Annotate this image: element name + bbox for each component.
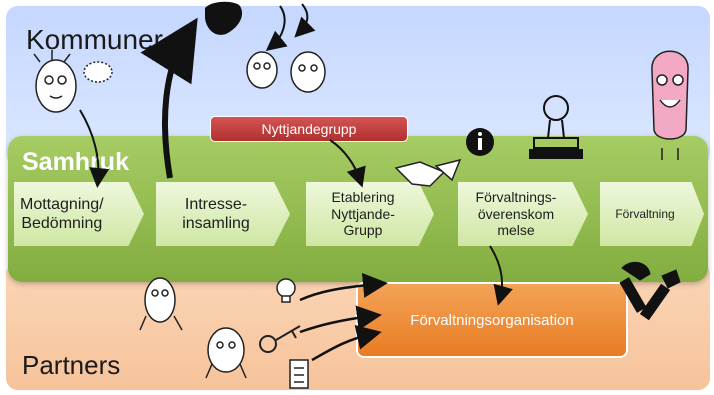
arrow-partner-1 — [299, 272, 388, 302]
step-label: Etablering Nyttjande- Grupp — [331, 188, 395, 239]
lightbulb-icon — [276, 278, 296, 303]
step-label: Intresse- insamling — [182, 195, 250, 232]
map-arrows — [265, 5, 288, 52]
step-label: Förvaltning — [615, 206, 675, 221]
cartoon-figure-happy — [651, 50, 689, 160]
arrow-to-etablering — [329, 139, 366, 188]
step-etablering: Etablering Nyttjande- Grupp — [306, 182, 434, 246]
step-forvaltningsoverenskommelse: Förvaltnings- överenskom melse — [458, 182, 588, 246]
stamp-icon — [529, 95, 583, 159]
partners-label: Partners — [22, 350, 121, 380]
info-icon — [466, 128, 494, 156]
arrow-partner-2 — [299, 305, 382, 334]
sweden-map-icon — [205, 1, 243, 35]
tools-icon — [619, 261, 681, 321]
step-label: Förvaltnings- överenskom melse — [475, 188, 557, 239]
cartoon-figure-partner-1 — [139, 277, 183, 331]
forvaltningsorganisation-box: Förvaltningsorganisation — [356, 282, 628, 358]
kommuner-label: Kommuner — [26, 24, 163, 55]
step-mottagning: Mottagning/ Bedömning — [14, 182, 144, 246]
cartoon-figures-pair — [246, 51, 326, 93]
cartoon-figure-partner-2 — [205, 327, 247, 379]
key-icon — [259, 325, 301, 353]
step-forvaltning: Förvaltning — [600, 182, 704, 246]
step-intresseinsamling: Intresse- insamling — [156, 182, 290, 246]
samhruk-label: Samhruk — [22, 148, 129, 176]
checklist-icon — [289, 359, 309, 389]
arrow-to-organisation — [489, 245, 513, 306]
big-curved-arrow — [140, 17, 198, 179]
handshake-icon — [394, 158, 462, 187]
arrow-to-mottagning — [79, 109, 110, 188]
cartoon-figure-kommun — [33, 50, 113, 113]
step-label: Mottagning/ Bedömning — [20, 195, 104, 232]
nyttjandegrupp-box: Nyttjandegrupp — [210, 116, 408, 142]
arrow-partner-3 — [311, 325, 382, 362]
